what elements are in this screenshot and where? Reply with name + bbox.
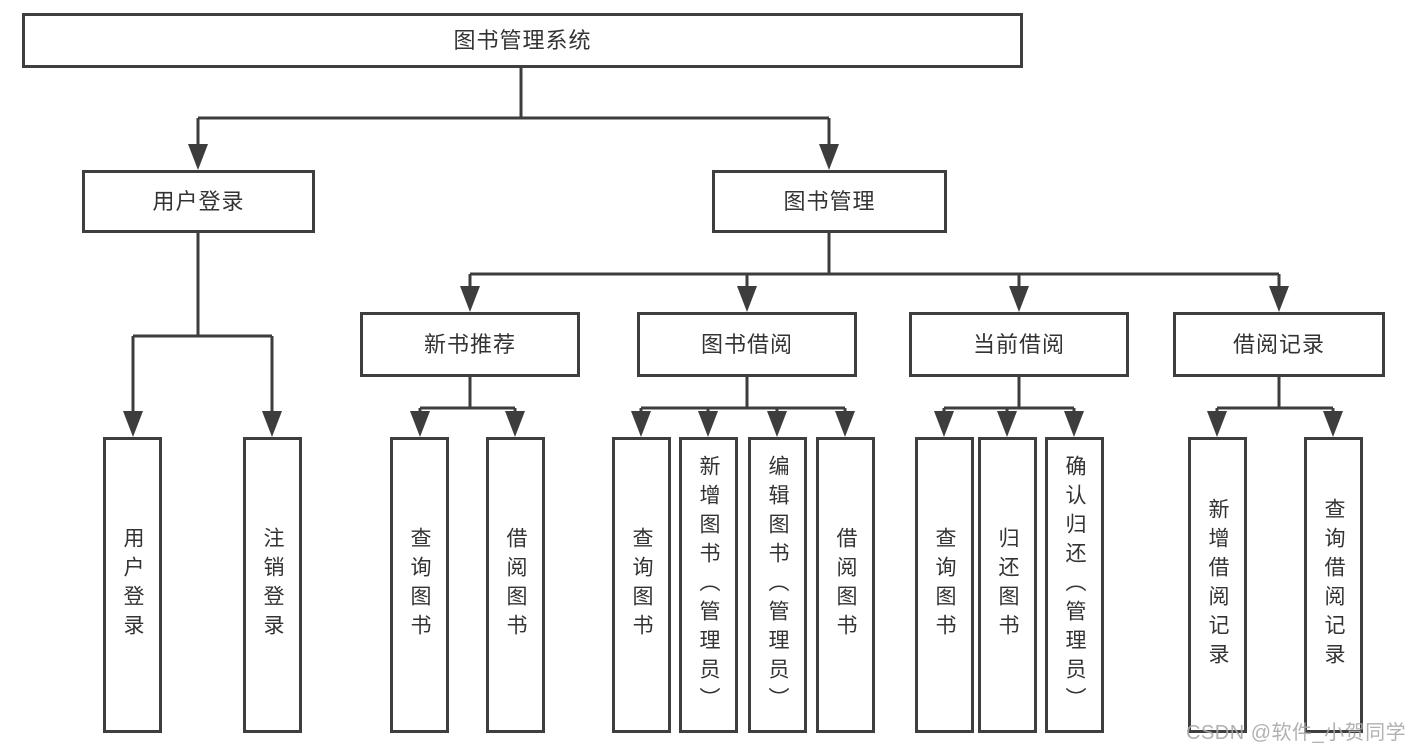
node-library-system-label: 图书管理系统 — [453, 27, 592, 53]
node-book-borrow: 图书借阅 — [637, 312, 857, 377]
leaf-query-borrow-record: 查询借阅记录 — [1304, 437, 1363, 733]
node-user-login: 用户登录 — [82, 170, 315, 233]
node-current-borrow-label: 当前借阅 — [972, 331, 1065, 357]
leaf-borrow-books-borrow-label: 借阅图书 — [834, 527, 857, 643]
leaf-query-books-recommend: 查询图书 — [390, 437, 449, 733]
leaf-borrow-books-recommend-label: 借阅图书 — [504, 527, 527, 643]
node-current-borrow: 当前借阅 — [909, 312, 1129, 377]
leaf-borrow-books-borrow: 借阅图书 — [816, 437, 875, 733]
leaf-add-book-admin-label: 新增图书（管理员） — [697, 454, 720, 716]
leaf-add-borrow-record: 新增借阅记录 — [1188, 437, 1247, 733]
leaf-add-book-admin: 新增图书（管理员） — [679, 437, 738, 733]
node-library-system: 图书管理系统 — [22, 13, 1023, 68]
leaf-edit-book-admin-label: 编辑图书（管理员） — [766, 454, 789, 716]
leaf-user-login: 用户登录 — [103, 437, 162, 733]
node-borrow-record: 借阅记录 — [1173, 312, 1385, 377]
arrowheads — [123, 144, 1343, 437]
leaf-confirm-return-admin-label: 确认归还（管理员） — [1063, 454, 1086, 716]
leaf-return-book: 归还图书 — [978, 437, 1037, 733]
leaf-query-books-borrow: 查询图书 — [612, 437, 671, 733]
node-book-management-label: 图书管理 — [783, 188, 876, 214]
leaf-logout-label: 注销登录 — [261, 527, 284, 643]
leaf-logout: 注销登录 — [243, 437, 302, 733]
node-book-management: 图书管理 — [712, 170, 947, 233]
leaf-borrow-books-recommend: 借阅图书 — [486, 437, 545, 733]
csdn-watermark: CSDN @软件_小贺同学 — [1186, 722, 1405, 744]
leaf-return-book-label: 归还图书 — [996, 527, 1019, 643]
leaf-query-books-current-label: 查询图书 — [933, 527, 956, 643]
node-borrow-record-label: 借阅记录 — [1232, 331, 1325, 357]
leaf-edit-book-admin: 编辑图书（管理员） — [748, 437, 807, 733]
node-new-book-recommend: 新书推荐 — [360, 312, 580, 377]
node-book-borrow-label: 图书借阅 — [700, 331, 793, 357]
leaf-query-books-current: 查询图书 — [915, 437, 974, 733]
leaf-user-login-label: 用户登录 — [121, 527, 144, 643]
leaf-query-books-borrow-label: 查询图书 — [630, 527, 653, 643]
leaf-add-borrow-record-label: 新增借阅记录 — [1206, 498, 1229, 672]
node-new-book-recommend-label: 新书推荐 — [423, 331, 516, 357]
leaf-query-borrow-record-label: 查询借阅记录 — [1322, 498, 1345, 672]
leaf-confirm-return-admin: 确认归还（管理员） — [1045, 437, 1104, 733]
node-user-login-label: 用户登录 — [152, 188, 245, 214]
leaf-query-books-recommend-label: 查询图书 — [408, 527, 431, 643]
